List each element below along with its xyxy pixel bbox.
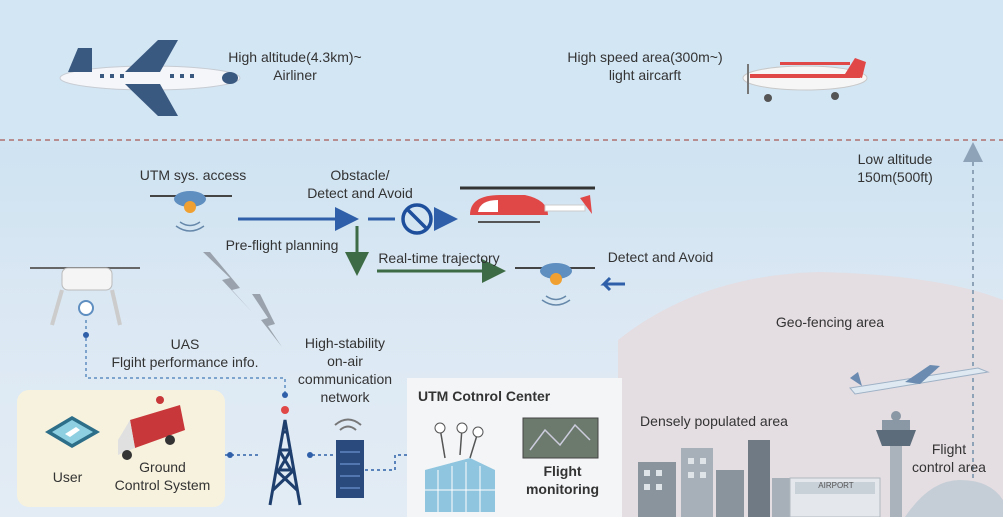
network-label: High-stability on-air communication netw… bbox=[285, 334, 405, 406]
uas-drone-icon bbox=[30, 267, 140, 326]
low-altitude-label: Low altitude 150m(500ft) bbox=[835, 150, 955, 186]
signal-bolt-2 bbox=[252, 294, 282, 347]
ground-line1: Ground bbox=[139, 459, 186, 475]
obstacle-line1: Obstacle/ bbox=[330, 167, 390, 183]
uas-connector bbox=[85, 320, 286, 395]
airliner-icon bbox=[59, 40, 241, 116]
airport-sign: AIRPORT bbox=[818, 481, 854, 490]
control-building-icon bbox=[425, 422, 495, 512]
detect-avoid-label: Detect and Avoid bbox=[607, 249, 714, 265]
radio-tower-icon bbox=[268, 406, 302, 506]
network-line1: High-stability bbox=[304, 335, 386, 351]
high-altitude-label: High altitude(4.3km)~ Airliner bbox=[210, 48, 380, 84]
signal-bolt-1 bbox=[203, 252, 252, 312]
flight-monitoring-line2: monitoring bbox=[525, 481, 600, 497]
flight-monitoring-line1: Flight bbox=[543, 463, 582, 479]
hangar-dome bbox=[905, 480, 1003, 517]
user-label: User bbox=[52, 469, 83, 485]
densely-populated-label: Densely populated area bbox=[640, 413, 788, 429]
uas-line2: Flgiht performance info. bbox=[111, 354, 259, 370]
prohibit-icon bbox=[401, 203, 433, 235]
server-rack-icon bbox=[334, 418, 364, 498]
obstacle-label: Obstacle/ Detect and Avoid bbox=[290, 166, 430, 202]
high-altitude-line1: High altitude(4.3km)~ bbox=[228, 49, 362, 65]
high-speed-line2: light aircarft bbox=[608, 67, 682, 83]
low-altitude-line1: Low altitude bbox=[857, 151, 933, 167]
light-aircraft-icon bbox=[742, 58, 868, 102]
utm-drone-icon bbox=[150, 191, 232, 232]
monitor-screen-icon bbox=[522, 417, 599, 459]
control-tower-icon bbox=[876, 411, 916, 517]
utm-access-label: UTM sys. access bbox=[139, 167, 247, 183]
ground-control-label: Ground Control System bbox=[105, 458, 220, 494]
high-altitude-line2: Airliner bbox=[273, 67, 317, 83]
tablet-icon bbox=[45, 416, 100, 448]
network-line2: on-air bbox=[327, 353, 363, 369]
network-line3: communication bbox=[297, 371, 393, 387]
obstacle-line2: Detect and Avoid bbox=[307, 185, 413, 201]
utm-center-title: UTM Cotnrol Center bbox=[418, 388, 551, 404]
uas-label: UAS Flgiht performance info. bbox=[100, 335, 270, 371]
ground-line2: Control System bbox=[114, 477, 211, 493]
flight-control-line1: Flight bbox=[931, 441, 967, 457]
flight-control-label: Flight control area bbox=[895, 440, 1003, 476]
geofence-dome bbox=[618, 272, 1003, 517]
ground-truck-icon bbox=[118, 396, 185, 460]
detect-drone-icon bbox=[515, 263, 625, 306]
uas-line1: UAS bbox=[170, 336, 200, 352]
realtime-label: Real-time trajectory bbox=[378, 250, 500, 266]
geofencing-label: Geo-fencing area bbox=[775, 314, 885, 330]
network-line4: network bbox=[320, 389, 370, 405]
preflight-label: Pre-flight planning bbox=[225, 237, 339, 253]
flight-monitoring-label: Flight monitoring bbox=[515, 462, 610, 498]
high-speed-line1: High speed area(300m~) bbox=[567, 49, 723, 65]
helicopter-icon bbox=[460, 186, 595, 223]
high-speed-label: High speed area(300m~) light aircarft bbox=[560, 48, 730, 84]
airport-building bbox=[789, 477, 881, 517]
low-altitude-line2: 150m(500ft) bbox=[857, 169, 933, 185]
landing-airliner-icon bbox=[849, 365, 990, 395]
flight-control-line2: control area bbox=[912, 459, 986, 475]
